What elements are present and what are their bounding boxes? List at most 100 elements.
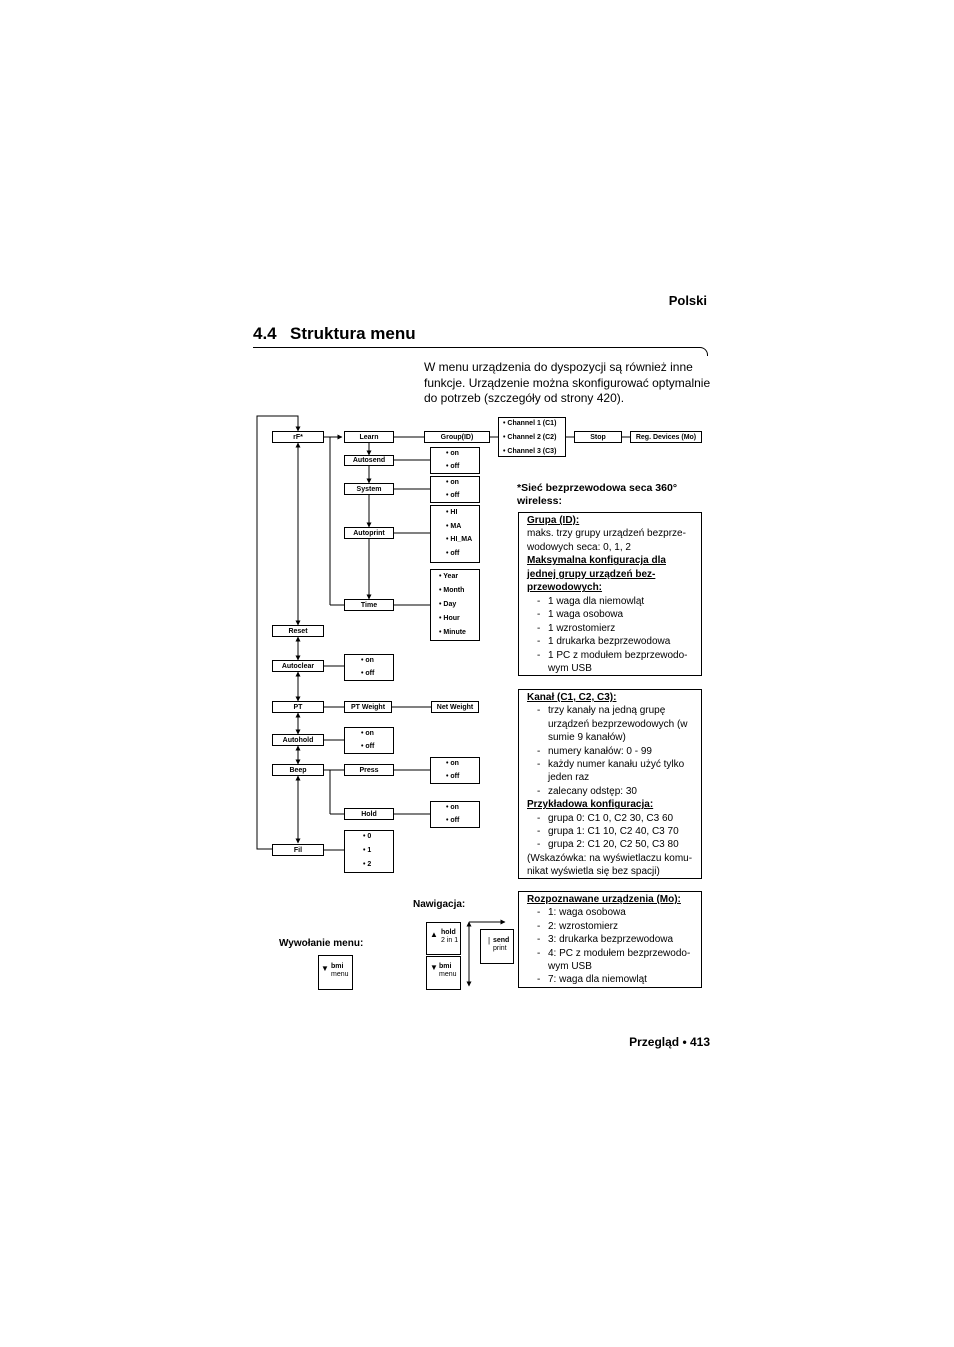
time-month: • Month (439, 587, 465, 594)
channel-hint: (Wskazówka: na wyświetlaczu komu-nikat w… (527, 852, 693, 878)
bmi-key-sublabel: menu (439, 971, 457, 978)
max-config-heading: Maksymalna konfiguracja dla jednej grupy… (527, 555, 666, 594)
fil-1: • 1 (363, 847, 372, 854)
menu-autoprint: Autoprint (344, 527, 394, 539)
device-item: 3: drukarka bezprzewodowa (537, 933, 697, 946)
time-hour: • Hour (439, 615, 460, 622)
send-key-sublabel: print (493, 945, 507, 952)
menu-learn: Learn (344, 431, 394, 443)
menu-time: Time (344, 599, 394, 611)
autohold-options: • on • off (344, 727, 394, 754)
menu-autosend: Autosend (344, 455, 394, 466)
press-on: • on (446, 760, 459, 767)
time-day: • Day (439, 601, 457, 608)
heading-rule-corner (697, 347, 708, 356)
menu-press: Press (344, 764, 394, 776)
group-info-box: Grupa (ID): maks. trzy grupy urządzeń be… (518, 512, 702, 676)
menu-group-id: Group(ID) (424, 431, 490, 443)
fil-2: • 2 (363, 861, 372, 868)
call-key-label: bmi (331, 963, 344, 970)
menu-reg-devices: Reg. Devices (Mo) (630, 431, 702, 443)
menu-pt: PT (272, 701, 324, 713)
press-options: • on • off (430, 757, 480, 784)
press-off: • off (446, 773, 460, 780)
section-number: 4.4 (253, 324, 277, 343)
autoprint-hi-ma: • HI_MA (446, 536, 473, 543)
call-menu-label: Wywołanie menu: (279, 938, 364, 949)
hold-key[interactable]: ▲ hold 2 in 1 (426, 922, 461, 955)
group-item: 1 waga osobowa (537, 608, 697, 621)
time-minute: • Minute (439, 629, 466, 636)
arrow-down-icon: ▼ (321, 964, 329, 973)
hold-on: • on (446, 804, 459, 811)
wireless-note-title: *Sieć bezprzewodowa seca 360° wireless: (517, 482, 678, 507)
channel-options: • Channel 1 (C1) • Channel 2 (C2) • Chan… (498, 417, 566, 457)
autoprint-off: • off (446, 550, 460, 557)
menu-reset: Reset (272, 625, 324, 637)
autosend-off: • off (446, 463, 460, 470)
autoclear-options: • on • off (344, 654, 394, 681)
menu-system: System (344, 483, 394, 495)
menu-rf: rF* (272, 431, 324, 443)
device-item: 7: waga dla niemowląt (537, 973, 697, 986)
menu-fil: Fil (272, 844, 324, 856)
hold-key-sublabel: 2 in 1 (441, 937, 459, 944)
autoclear-on: • on (361, 657, 374, 664)
system-off: • off (446, 492, 460, 499)
section-heading: 4.4 Struktura menu (253, 324, 416, 344)
channel-info-box: Kanał (C1, C2, C3): trzy kanały na jedną… (518, 689, 702, 879)
channel-item: zalecany odstęp: 30 (537, 785, 697, 798)
fil-options: • 0 • 1 • 2 (344, 830, 394, 873)
send-key-label: send (493, 937, 510, 944)
bmi-key-label: bmi (439, 963, 452, 970)
fil-0: • 0 (363, 833, 372, 840)
autoprint-ma: • MA (446, 523, 462, 530)
bar-icon: | (488, 936, 491, 945)
hold-options: • on • off (430, 801, 480, 828)
time-year: • Year (439, 573, 459, 580)
autoprint-options: • HI • MA • HI_MA • off (430, 505, 480, 563)
channel-heading: Kanał (C1, C2, C3): (527, 692, 617, 703)
menu-autohold: Autohold (272, 734, 324, 746)
language-label: Polski (668, 293, 707, 308)
device-item: 1: waga osobowa (537, 906, 697, 919)
call-menu-key[interactable]: ▼ bmi menu (318, 955, 353, 990)
menu-net-weight: Net Weight (431, 701, 479, 713)
hold-key-label: hold (441, 929, 456, 936)
send-print-key[interactable]: | send print (480, 929, 514, 964)
example-item: grupa 2: C1 20, C2 50, C3 80 (537, 838, 697, 851)
autosend-on: • on (446, 450, 459, 457)
section-title: Struktura menu (290, 324, 416, 343)
heading-rule (253, 347, 699, 348)
channel-1: • Channel 1 (C1) (503, 420, 557, 427)
arrow-up-icon: ▲ (430, 930, 438, 939)
device-item: 2: wzrostomierz (537, 920, 697, 933)
example-item: grupa 1: C1 10, C2 40, C3 70 (537, 825, 697, 838)
arrow-down-icon: ▼ (430, 963, 438, 972)
channel-item: numery kanałów: 0 - 99 (537, 745, 697, 758)
system-on: • on (446, 479, 459, 486)
menu-hold: Hold (344, 808, 394, 820)
devices-info-box: Rozpoznawane urządzenia (Mo): 1: waga os… (518, 891, 702, 988)
devices-heading: Rozpoznawane urządzenia (Mo): (527, 894, 681, 905)
page-footer: Przegląd • 413 (629, 1035, 710, 1049)
group-item: 1 drukarka bezprzewodowa (537, 635, 697, 648)
menu-beep: Beep (272, 764, 324, 776)
channel-item: trzy kanały na jedną grupę urządzeń bezp… (537, 704, 697, 744)
menu-stop: Stop (574, 431, 622, 443)
autoprint-hi: • HI (446, 509, 458, 516)
group-item: 1 wzrostomierz (537, 622, 697, 635)
hold-off: • off (446, 817, 460, 824)
autohold-on: • on (361, 730, 374, 737)
autohold-off: • off (361, 743, 375, 750)
bmi-key[interactable]: ▼ bmi menu (426, 956, 461, 990)
group-item: 1 PC z modułem bezprzewodo-wym USB (537, 649, 697, 676)
group-text: maks. trzy grupy urządzeń bezprze-wodowy… (527, 528, 686, 553)
menu-pt-weight: PT Weight (344, 701, 392, 713)
group-item: 1 waga dla niemowląt (537, 595, 697, 608)
channel-item: każdy numer kanału użyć tylko jeden raz (537, 758, 697, 785)
example-heading: Przykładowa konfiguracja: (527, 799, 654, 811)
system-options: • on • off (430, 476, 480, 503)
navigation-label: Nawigacja: (413, 899, 466, 910)
